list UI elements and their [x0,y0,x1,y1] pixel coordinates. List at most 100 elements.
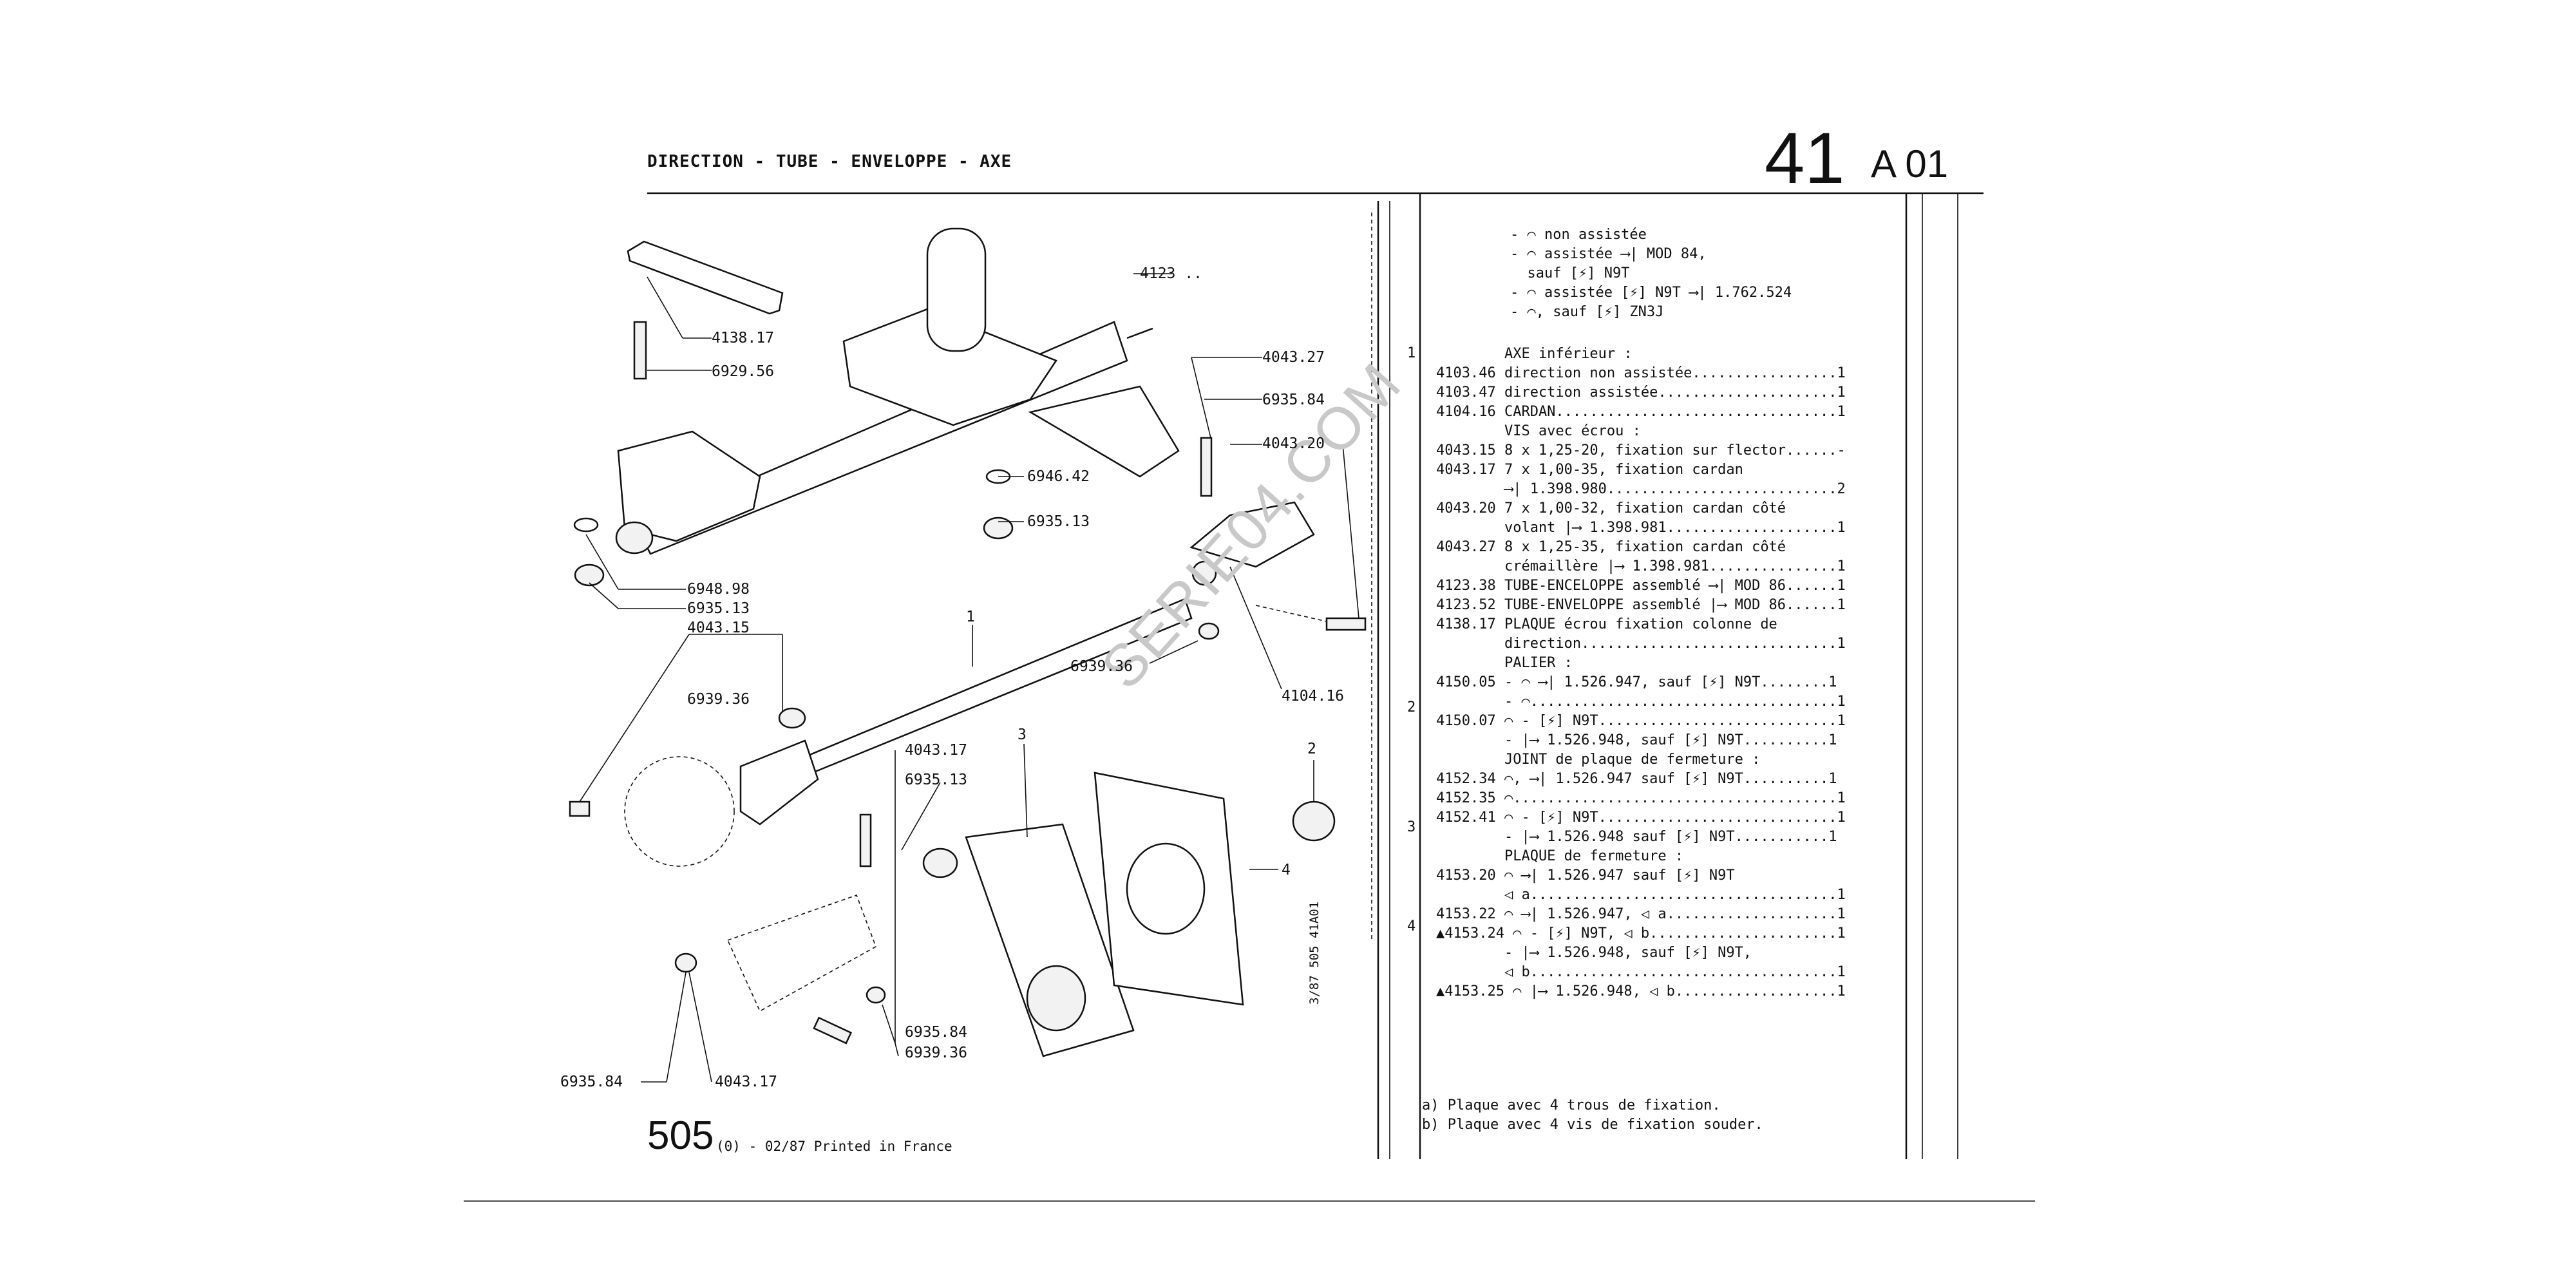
parts-line: ▲4153.24 ⌒ - [⚡] N9T, ◁ b...............… [1436,925,1846,942]
callout-4043-27: 4043.27 [1262,349,1325,366]
item-number-3: 3 [1407,819,1416,835]
callout-4123: 4123 .. [1140,265,1202,282]
flector-outline [624,756,735,867]
cardan-nut [1191,560,1217,586]
item-number-1: 1 [1407,345,1416,361]
footer-page-number: 505 [647,1113,714,1158]
section-code: A 01 [1871,142,1949,185]
parts-line: 4152.41 ⌒ - [⚡] N9T.....................… [1436,810,1846,826]
nut-6935-84-lower [674,952,697,973]
parts-line: 4153.20 ⌒ ⟶| 1.526.947 sauf [⚡] N9T [1436,867,1735,884]
callout-6935-84-lower: 6935.84 [560,1074,623,1090]
parts-line: 4153.22 ⌒ ⟶| 1.526.947, ◁ a.............… [1436,906,1846,922]
bolt-4043-17-upper [859,813,872,867]
callout-4043-20: 4043.20 [1262,435,1325,452]
callout-6946-42: 6946.42 [1027,468,1090,485]
callout-6935-13-mid: 6935.13 [905,772,967,788]
intro-line: - ⌒ non assistée [1510,227,1647,243]
nut-6939-36-lower [866,986,886,1004]
parts-line: 4043.17 7 x 1,00-35, fixation cardan [1436,462,1743,478]
screw-4043-15 [569,800,591,817]
parts-line: 4152.34 ⌒, ⟶| 1.526.947 sauf [⚡] N9T....… [1436,771,1837,787]
callout-4043-15: 4043.15 [687,620,750,636]
bolt-path [1255,605,1327,622]
intro-block: - ⌒ non assistée - ⌒ assistée ⟶| MOD 84,… [1510,225,1792,322]
parts-line: - |⟶ 1.526.948 sauf [⚡] N9T...........1 [1436,829,1837,845]
parts-line: ◁ a....................................1 [1436,887,1846,903]
parts-line: 4043.15 8 x 1,25-20, fixation sur flecto… [1436,442,1846,459]
parts-line: 4152.35 ⌒...............................… [1436,790,1846,806]
callout-6935-13-upper: 6935.13 [1027,513,1090,530]
callout-6939-36-left: 6939.36 [687,691,750,708]
column-boss [926,227,987,352]
nut-6939-36-right [1198,622,1220,640]
bolt-4043-27 [1200,437,1213,497]
parts-line: 4138.17 PLAQUE écrou fixation colonne de [1436,616,1777,632]
callout-6939-36-lower: 6939.36 [905,1045,967,1061]
parts-line: 4123.52 TUBE-ENVELOPPE assemblé |⟶ MOD 8… [1436,597,1846,613]
callout-1: 1 [966,609,975,625]
exploded-diagram [569,227,1367,1083]
nut-6935-13-left [574,564,605,587]
parts-line: 4103.46 direction non assistée..........… [1436,365,1846,381]
page-number: 41 [1765,118,1845,198]
parts-line: crémaillère |⟶ 1.398.981...............1 [1436,558,1846,574]
bearing-2 [1292,800,1336,842]
intro-line: - ⌒, sauf [⚡] ZN3J [1510,304,1664,320]
parts-line: ▲4153.25 ⌒ |⟶ 1.526.948, ◁ b............… [1436,983,1846,999]
footer-text: (0) - 02/87 Printed in France [716,1139,952,1154]
page-title: DIRECTION - TUBE - ENVELOPPE - AXE [647,152,1012,171]
nut-6939-36-left [778,707,806,729]
parts-line: 4043.27 8 x 1,25-35, fixation cardan côt… [1436,539,1786,555]
intro-line: - ⌒ assistée [⚡] N9T ⟶| 1.762.524 [1510,285,1792,301]
parts-line: ◁ b....................................1 [1436,964,1846,980]
callout-6948-98: 6948.98 [687,581,750,598]
callout-4043-17-lower: 4043.17 [715,1074,777,1090]
bolt-4043-17-lower [813,1016,853,1045]
parts-line: VIS avec écrou : [1436,423,1641,439]
callout-4104-16: 4104.16 [1282,688,1344,705]
nut-6935-13-mid [922,848,958,878]
callout-6935-84-top: 6935.84 [1262,392,1325,408]
callout-6939-36-right: 6939.36 [1070,658,1133,675]
parts-line: 4104.16 CARDAN..........................… [1436,404,1846,420]
stud-6929-56 [633,321,647,380]
parts-line: direction..............................1 [1436,636,1846,652]
bolt-4043-20 [1325,617,1367,631]
note-b: b) Plaque avec 4 vis de fixation souder. [1422,1117,1763,1133]
cardan-4104-16 [1189,501,1315,568]
parts-line: 4123.38 TUBE-ENCELOPPE assemblé ⟶| MOD 8… [1436,578,1846,594]
item-number-2: 2 [1407,699,1416,715]
callout-6929-56: 6929.56 [712,363,774,380]
shaft-stub [1126,327,1153,339]
mounting-plate [1028,385,1180,478]
washer-6948-98 [573,517,599,533]
item-number-4: 4 [1407,918,1416,934]
parts-line: JOINT de plaque de fermeture : [1436,752,1761,768]
intro-line: sauf [⚡] N9T [1510,265,1630,281]
parts-line: 4150.07 ⌒ - [⚡] N9T.....................… [1436,713,1846,729]
parts-line: volant |⟶ 1.398.981....................1 [1436,520,1846,536]
intro-line: - ⌒ assistée ⟶| MOD 84, [1510,246,1707,262]
note-a: a) Plaque avec 4 trous de fixation. [1422,1097,1721,1113]
parts-line: - ⌒....................................1 [1436,694,1846,710]
callout-4: 4 [1282,862,1291,878]
parts-line: - |⟶ 1.526.948, sauf [⚡] N9T, [1436,945,1752,961]
side-reference: 3/87 505 41A01 [1307,901,1321,1005]
plate-4138-17 [627,240,784,315]
callout-4043-17-upper: 4043.17 [905,742,967,759]
lower-cardan-outline [726,894,876,1012]
parts-line: 4043.20 7 x 1,00-32, fixation cardan côt… [1436,500,1786,516]
bearing-boss [1026,965,1086,1032]
shaft-flange [739,739,819,826]
notes: a) Plaque avec 4 trous de fixation. b) P… [1422,1096,1763,1135]
parts-line: - |⟶ 1.526.948, sauf [⚡] N9T..........1 [1436,732,1837,748]
parts-line: PALIER : [1436,655,1573,671]
callout-6935-13-left: 6935.13 [687,600,750,617]
parts-line: AXE inférieur : [1436,346,1633,362]
tube-end [615,521,654,554]
callout-4138-17: 4138.17 [712,330,774,346]
parts-line: ⟶| 1.398.980...........................2 [1436,481,1846,497]
closure-plate-3 [965,823,1135,1057]
